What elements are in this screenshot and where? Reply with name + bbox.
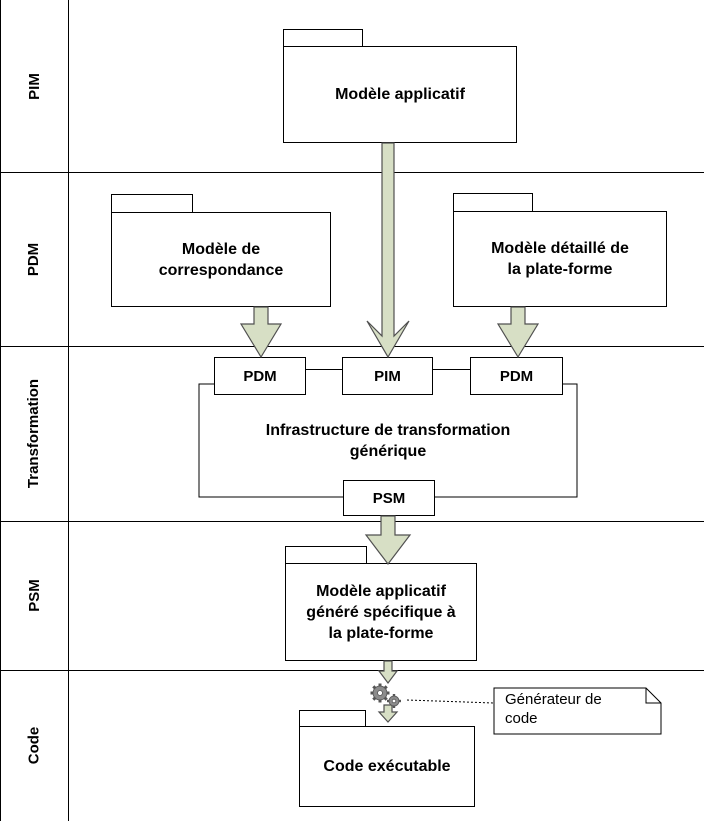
- transformation-title: Infrastructure de transformation génériq…: [265, 422, 511, 460]
- gear-icon: [370, 683, 401, 708]
- package-modele-applicatif[interactable]: Modèle applicatif: [283, 29, 517, 143]
- package-code-executable[interactable]: Code exécutable: [299, 710, 475, 807]
- port-pdm-right[interactable]: PDM: [470, 357, 563, 395]
- package-body: Modèle applicatif: [283, 46, 517, 143]
- port-pdm-left[interactable]: PDM: [214, 357, 306, 395]
- note-shape: [493, 687, 662, 735]
- arrow-psm-to-generated: [364, 515, 412, 565]
- arrow-correspondance-to-port: [239, 306, 283, 359]
- package-body: Modèle de correspondance: [111, 212, 331, 307]
- package-modele-plateforme[interactable]: Modèle détaillé de la plate-forme: [453, 193, 667, 307]
- package-body: Code exécutable: [299, 726, 475, 807]
- port-pim[interactable]: PIM: [342, 357, 433, 395]
- arrow-plateforme-to-port: [496, 306, 540, 359]
- arrow-gear-to-code: [377, 704, 399, 723]
- arrow-generated-to-gear: [377, 660, 399, 684]
- package-body: Modèle détaillé de la plate-forme: [453, 211, 667, 307]
- package-body: Modèle applicatif généré spécifique à la…: [285, 563, 477, 661]
- arrow-pim-to-transformation: [366, 142, 410, 359]
- package-modele-correspondance[interactable]: Modèle de correspondance: [111, 194, 331, 307]
- note-generateur-de-code: Générateur de code: [505, 691, 602, 727]
- package-modele-genere[interactable]: Modèle applicatif généré spécifique à la…: [285, 546, 477, 661]
